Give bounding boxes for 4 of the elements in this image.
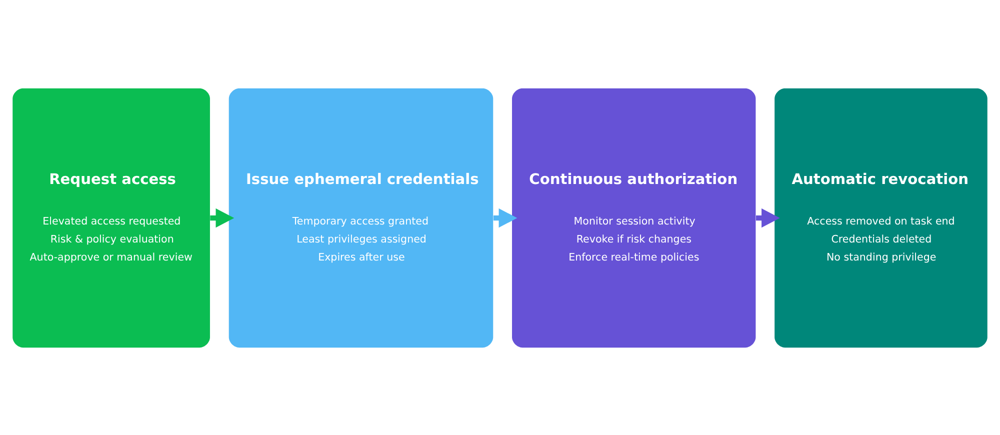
node-box: Request access Elevated access requested Risk & policy evaluation Auto-approve or manual review	[12, 88, 210, 348]
node-box: Issue ephemeral credentials Temporary access granted Least privileges assigned Expires after use	[228, 88, 494, 348]
node-box: Automatic revocation Access removed on task end Credentials deleted No standing privilege	[774, 88, 988, 348]
node-box: Continuous authorization Monitor session activity Revoke if risk changes Enforce real-time policies	[512, 88, 756, 348]
